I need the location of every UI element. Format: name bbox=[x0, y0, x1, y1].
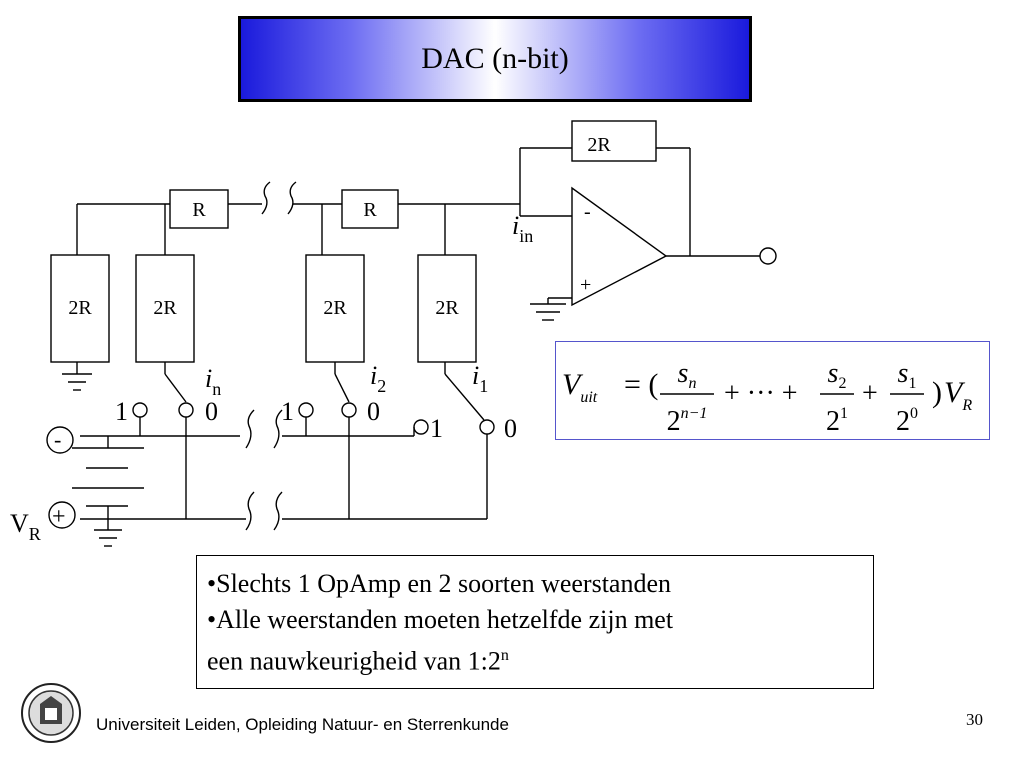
university-seal-icon bbox=[21, 683, 81, 743]
opamp-minus-label: - bbox=[584, 201, 591, 223]
formula-plus: + bbox=[862, 378, 878, 409]
resistor-r-2-label: R bbox=[363, 199, 377, 221]
formula-lhs: Vuit bbox=[562, 368, 598, 406]
resistor-r-2 bbox=[341, 189, 399, 229]
source-minus-terminal bbox=[46, 426, 74, 454]
shunt-resistor-3-label: 2R bbox=[323, 297, 347, 319]
term2-numerator: s2 bbox=[828, 358, 847, 392]
term2-denominator: 21 bbox=[826, 405, 848, 437]
current-n-label: in bbox=[205, 364, 221, 399]
transfer-formula: Vuit = ( sn 2n−1 + ··· + s2 21 + s1 20 )… bbox=[562, 358, 972, 437]
current-2-label: i2 bbox=[370, 361, 386, 396]
term3-numerator: s1 bbox=[898, 358, 917, 392]
transfer-formula-box: Vuit = ( sn 2n−1 + ··· + s2 21 + s1 20 )… bbox=[555, 341, 990, 440]
shunt-resistor-3 bbox=[305, 254, 365, 363]
opamp-plus-label: + bbox=[580, 274, 591, 296]
switch-n-contact-1 bbox=[132, 402, 148, 418]
formula-eq: = ( bbox=[624, 368, 658, 401]
formula-close-paren: ) bbox=[932, 376, 942, 409]
term1-denominator: 2n−1 bbox=[667, 405, 708, 437]
shunt-resistor-2-label: 2R bbox=[153, 297, 177, 319]
formula-rhs: VR bbox=[944, 376, 972, 414]
switch-1-contact-1 bbox=[413, 419, 429, 435]
switch-2-contact-1 bbox=[298, 402, 314, 418]
slide-title: DAC (n-bit) bbox=[238, 16, 752, 102]
switch-1-label-0: 0 bbox=[504, 414, 517, 443]
shunt-resistor-4-label: 2R bbox=[435, 297, 459, 319]
note-line-2: •Alle weerstanden moeten hetzelfde zijn … bbox=[207, 605, 674, 634]
term3-denominator: 20 bbox=[896, 405, 918, 437]
switch-2-contact-0 bbox=[341, 402, 357, 418]
page-number: 30 bbox=[966, 710, 983, 729]
switch-1-contact-0 bbox=[479, 419, 495, 435]
switch-n-contact-0 bbox=[178, 402, 194, 418]
source-minus-label: - bbox=[54, 427, 61, 452]
opamp-symbol bbox=[571, 186, 668, 307]
current-in-label: iin bbox=[512, 211, 533, 246]
switch-1-label-1: 1 bbox=[430, 414, 443, 443]
feedback-resistor-label: 2R bbox=[587, 134, 611, 156]
footer-institution: Universiteit Leiden, Opleiding Natuur- e… bbox=[96, 715, 509, 734]
shunt-resistor-4 bbox=[417, 254, 477, 363]
switch-2-label-0: 0 bbox=[367, 397, 380, 426]
resistor-r-1-label: R bbox=[192, 199, 206, 221]
shunt-resistor-1 bbox=[50, 254, 110, 363]
note-line-1: •Slechts 1 OpAmp en 2 soorten weerstande… bbox=[207, 569, 672, 598]
resistor-r-1 bbox=[169, 189, 229, 229]
switch-n-label-0: 0 bbox=[205, 397, 218, 426]
source-vr-label: VR bbox=[10, 509, 41, 544]
source-plus-label: + bbox=[52, 504, 66, 530]
switch-2-label-1: 1 bbox=[281, 397, 294, 426]
shunt-resistor-2 bbox=[135, 254, 195, 363]
output-terminal bbox=[759, 247, 777, 265]
shunt-resistor-1-label: 2R bbox=[68, 297, 92, 319]
notes-box: •Slechts 1 OpAmp en 2 soorten weerstande… bbox=[196, 555, 874, 689]
term1-numerator: sn bbox=[678, 358, 697, 392]
formula-ellipsis: + ··· + bbox=[724, 378, 798, 409]
current-1-label: i1 bbox=[472, 361, 488, 396]
switch-n-label-1: 1 bbox=[115, 397, 128, 426]
source-plus-terminal bbox=[48, 501, 76, 529]
feedback-resistor bbox=[571, 120, 657, 162]
note-line-3: een nauwkeurigheid van 1:2n bbox=[207, 646, 509, 676]
